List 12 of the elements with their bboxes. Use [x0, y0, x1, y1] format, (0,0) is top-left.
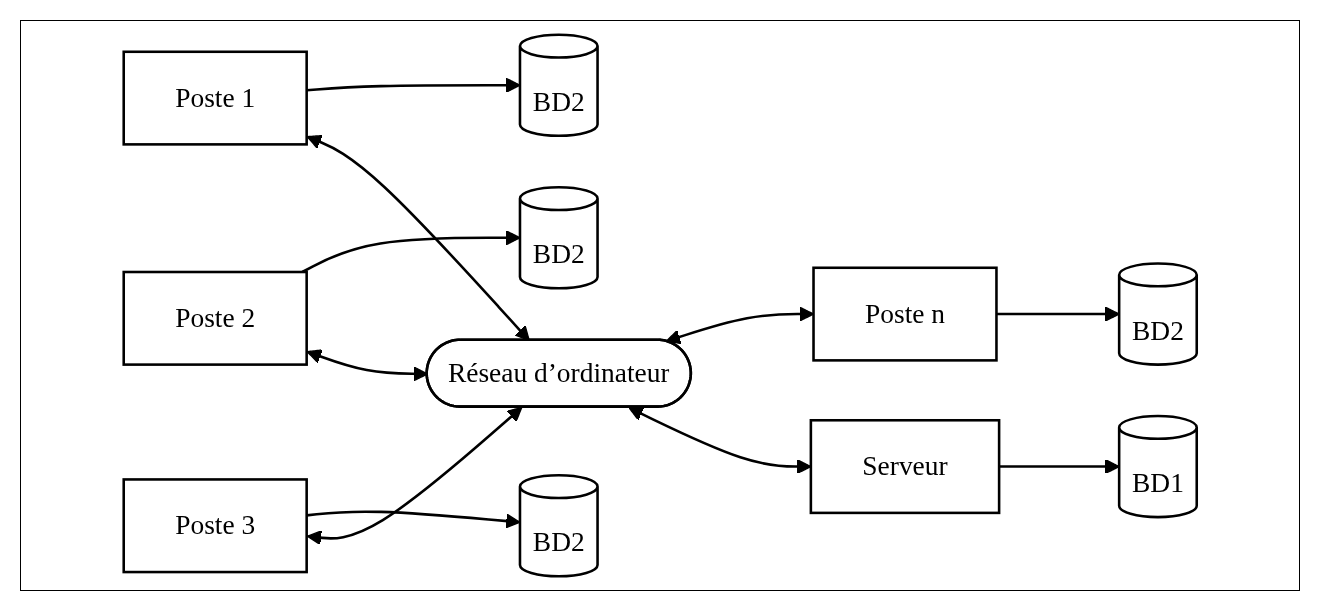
- arrow: [306, 406, 523, 546]
- arrow: [306, 510, 521, 529]
- arrow: [301, 230, 521, 274]
- node-box: Poste n: [812, 266, 998, 362]
- node-box: Serveur: [809, 419, 1001, 515]
- node-box: Poste 1: [122, 50, 308, 146]
- node-box: Poste 2: [122, 270, 308, 366]
- node-box: Poste 3: [122, 478, 308, 574]
- arrow: [665, 306, 814, 345]
- arrow: [306, 77, 521, 93]
- arrow: [996, 306, 1120, 322]
- arrow: [998, 459, 1120, 475]
